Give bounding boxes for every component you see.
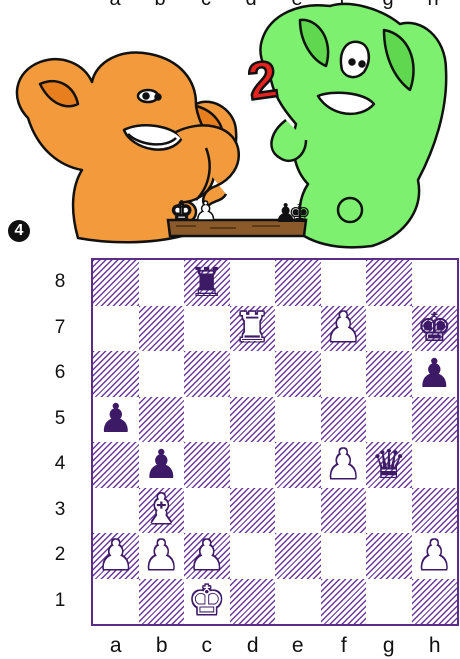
- square-d1[interactable]: [230, 579, 276, 625]
- square-g8[interactable]: [366, 260, 412, 306]
- rank-label: 4: [48, 453, 72, 475]
- square-e8[interactable]: [275, 260, 321, 306]
- square-e5[interactable]: [275, 397, 321, 443]
- square-b5[interactable]: [139, 397, 185, 443]
- white-pawn-h2[interactable]: ♟: [412, 533, 458, 579]
- white-king-c1[interactable]: ♚: [184, 579, 230, 625]
- square-f5[interactable]: [321, 397, 367, 443]
- square-h1[interactable]: [412, 579, 458, 625]
- square-f8[interactable]: [321, 260, 367, 306]
- diagram-number-badge: 4: [8, 220, 30, 242]
- square-e2[interactable]: [275, 533, 321, 579]
- square-d2[interactable]: [230, 533, 276, 579]
- square-c5[interactable]: [184, 397, 230, 443]
- file-label: b: [139, 634, 185, 658]
- rank-label: 6: [48, 362, 72, 384]
- square-d3[interactable]: [230, 488, 276, 534]
- rank-label: 1: [48, 590, 72, 612]
- file-label: a: [93, 634, 139, 658]
- square-a7[interactable]: [93, 306, 139, 352]
- square-g3[interactable]: [366, 488, 412, 534]
- square-d4[interactable]: [230, 442, 276, 488]
- square-a3[interactable]: [93, 488, 139, 534]
- svg-text:♟: ♟: [194, 197, 217, 227]
- square-b1[interactable]: [139, 579, 185, 625]
- square-b6[interactable]: [139, 351, 185, 397]
- rank-label: 7: [48, 317, 72, 339]
- white-pawn-f7[interactable]: ♟: [321, 306, 367, 352]
- square-f6[interactable]: [321, 351, 367, 397]
- square-e7[interactable]: [275, 306, 321, 352]
- rank-label: 8: [48, 271, 72, 293]
- file-label: h: [412, 634, 458, 658]
- square-c7[interactable]: [184, 306, 230, 352]
- square-e1[interactable]: [275, 579, 321, 625]
- square-c6[interactable]: [184, 351, 230, 397]
- square-f1[interactable]: [321, 579, 367, 625]
- square-f2[interactable]: [321, 533, 367, 579]
- file-label: e: [275, 634, 321, 658]
- chess-board[interactable]: ♜♜♟♚♟♟♟♟♛♝♟♟♟♟♚: [91, 258, 459, 626]
- white-rook-d7[interactable]: ♜: [230, 306, 276, 352]
- file-label: c: [184, 634, 230, 658]
- square-d8[interactable]: [230, 260, 276, 306]
- white-pawn-a2[interactable]: ♟: [93, 533, 139, 579]
- black-queen-g4[interactable]: ♛: [366, 442, 412, 488]
- file-label: f: [321, 634, 367, 658]
- elephants-illustration: 2 ♚ ♟ ♟ ♚: [0, 0, 460, 250]
- square-a4[interactable]: [93, 442, 139, 488]
- black-rook-c8[interactable]: ♜: [184, 260, 230, 306]
- square-g2[interactable]: [366, 533, 412, 579]
- square-b8[interactable]: [139, 260, 185, 306]
- rank-label: 3: [48, 499, 72, 521]
- svg-text:♚: ♚: [170, 197, 193, 227]
- square-e3[interactable]: [275, 488, 321, 534]
- square-h3[interactable]: [412, 488, 458, 534]
- black-pawn-b4[interactable]: ♟: [139, 442, 185, 488]
- square-g1[interactable]: [366, 579, 412, 625]
- svg-text:♚: ♚: [288, 199, 311, 229]
- black-king-h7[interactable]: ♚: [412, 306, 458, 352]
- white-bishop-b3[interactable]: ♝: [139, 488, 185, 534]
- square-d5[interactable]: [230, 397, 276, 443]
- square-d6[interactable]: [230, 351, 276, 397]
- file-label: g: [366, 634, 412, 658]
- white-pawn-b2[interactable]: ♟: [139, 533, 185, 579]
- square-a8[interactable]: [93, 260, 139, 306]
- square-g7[interactable]: [366, 306, 412, 352]
- square-c4[interactable]: [184, 442, 230, 488]
- square-c3[interactable]: [184, 488, 230, 534]
- rank-label: 5: [48, 408, 72, 430]
- file-label: d: [230, 634, 276, 658]
- square-h4[interactable]: [412, 442, 458, 488]
- white-pawn-f4[interactable]: ♟: [321, 442, 367, 488]
- square-g5[interactable]: [366, 397, 412, 443]
- square-a1[interactable]: [93, 579, 139, 625]
- black-pawn-h6[interactable]: ♟: [412, 351, 458, 397]
- square-g6[interactable]: [366, 351, 412, 397]
- square-f3[interactable]: [321, 488, 367, 534]
- square-e4[interactable]: [275, 442, 321, 488]
- black-pawn-a5[interactable]: ♟: [93, 397, 139, 443]
- square-a6[interactable]: [93, 351, 139, 397]
- rank-label: 2: [48, 544, 72, 566]
- white-pawn-c2[interactable]: ♟: [184, 533, 230, 579]
- square-h8[interactable]: [412, 260, 458, 306]
- square-b7[interactable]: [139, 306, 185, 352]
- square-e6[interactable]: [275, 351, 321, 397]
- square-h5[interactable]: [412, 397, 458, 443]
